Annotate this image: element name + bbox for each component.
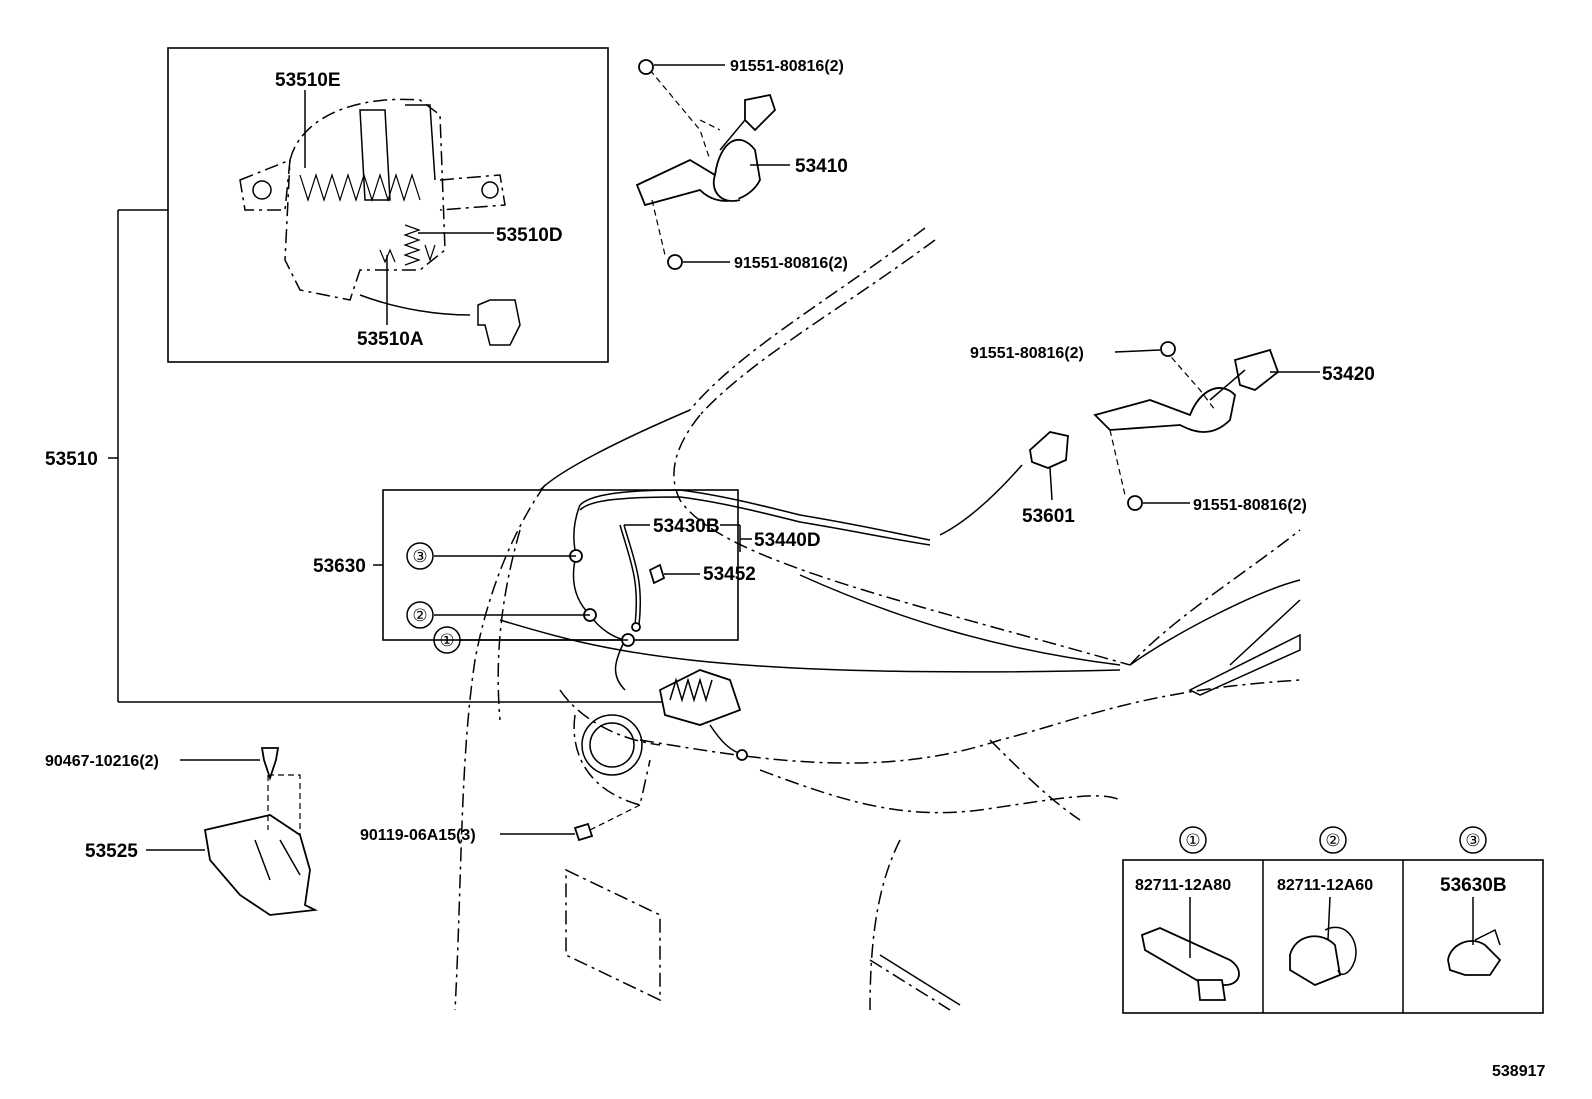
assembly-bracket-53510 [108, 209, 680, 703]
clip-table [1122, 826, 1544, 1014]
label-53510E: 53510E [275, 70, 341, 91]
label-53410: 53410 [795, 156, 848, 177]
label-53510A: 53510A [357, 329, 424, 350]
label-53440D: 53440D [754, 530, 821, 551]
clip-table-marker-3: ③ [1465, 831, 1480, 850]
hood-lock-on-vehicle [658, 669, 748, 761]
protector-53525 [146, 747, 319, 916]
clip-table-part-3: 53630B [1440, 875, 1507, 896]
clip-table-part-1: 82711-12A80 [1135, 877, 1231, 894]
label-53420: 53420 [1322, 364, 1375, 385]
lock-detail-inset [167, 47, 609, 363]
label-53510: 53510 [45, 449, 98, 470]
label-91551-hinge-rh-top: 91551-80816(2) [970, 345, 1084, 362]
label-53525: 53525 [85, 841, 138, 862]
clip-table-marker-1: ① [1185, 831, 1200, 850]
clip-table-marker-2: ② [1325, 831, 1340, 850]
label-91551-hinge-rh-bottom: 91551-80816(2) [1193, 497, 1307, 514]
label-90467: 90467-10216(2) [45, 753, 159, 770]
vehicle-body-outline [454, 227, 1301, 1011]
label-91551-hinge-lh-bottom: 91551-80816(2) [734, 255, 848, 272]
label-53630: 53630 [313, 556, 366, 577]
label-53452: 53452 [703, 564, 756, 585]
label-53430B: 53430B [653, 516, 720, 537]
hood-hinge-53420 [1093, 341, 1320, 511]
callout-3: ③ [412, 547, 427, 566]
drawing-number: 538917 [1492, 1063, 1545, 1080]
label-90119: 90119-06A15(3) [360, 827, 476, 844]
label-53601: 53601 [1022, 506, 1075, 527]
release-lever-53601 [939, 431, 1069, 536]
clip-table-part-2: 82711-12A60 [1277, 877, 1373, 894]
label-53510D: 53510D [496, 225, 563, 246]
label-91551-hinge-lh-top: 91551-80816(2) [730, 58, 844, 75]
callout-2: ② [412, 606, 427, 625]
callout-1: ① [439, 631, 454, 650]
hood-hinge-53410 [635, 59, 790, 270]
release-cable-53630 [373, 489, 931, 691]
bolt-90119 [500, 804, 641, 842]
